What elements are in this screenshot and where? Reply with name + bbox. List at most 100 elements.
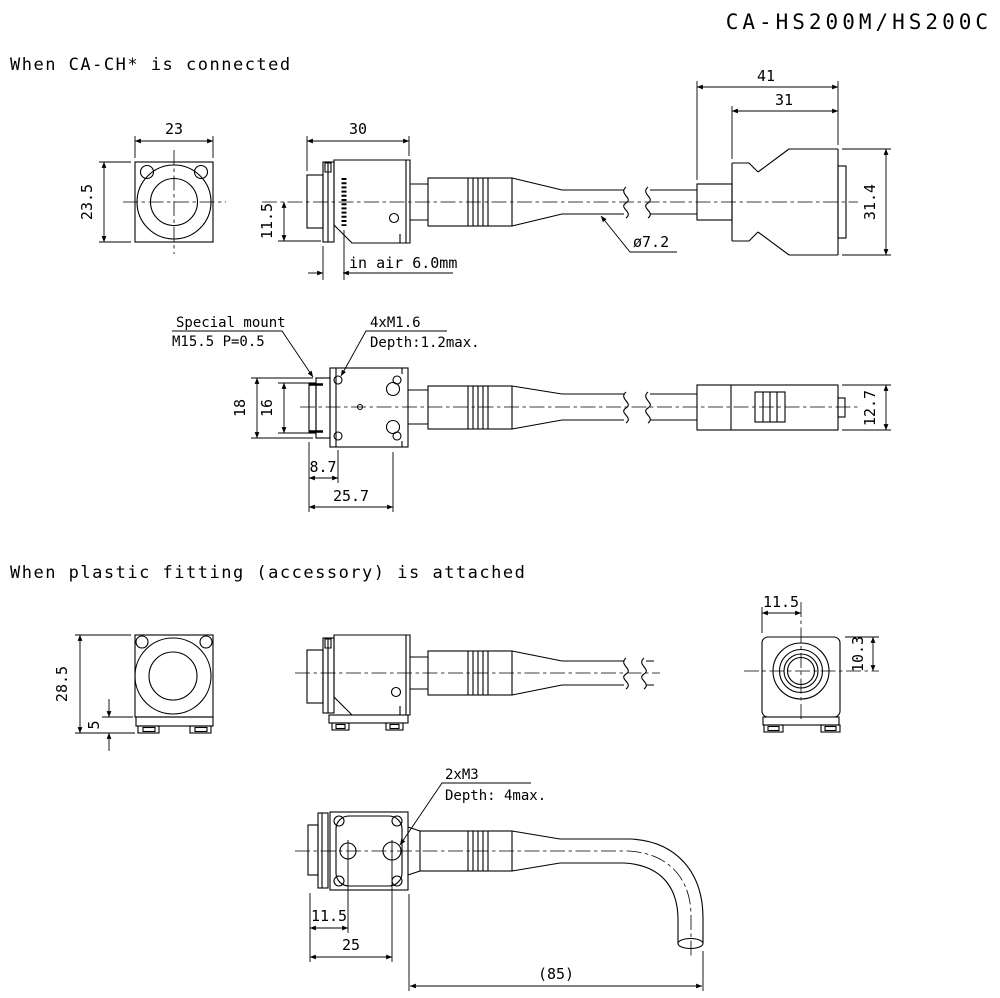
view-fitting-back: 11.5 10.3 — [744, 593, 879, 733]
screw-label-leader — [399, 782, 531, 846]
fitting-foot — [137, 725, 160, 734]
camera-bottom-outline — [329, 811, 409, 891]
extension-lines — [278, 136, 410, 280]
mount-label-line2: M15.5 P=0.5 — [172, 334, 265, 350]
plastic-fitting-base — [135, 716, 214, 727]
body-edge-lines — [335, 368, 403, 447]
centerline — [295, 850, 692, 958]
mount-label-line1: Special mount — [176, 315, 286, 331]
plastic-fitting-base — [328, 714, 409, 724]
camera-body-outline — [333, 159, 411, 244]
cable-boot-cone — [511, 650, 563, 696]
fitting-foot-notch — [194, 726, 208, 733]
mount-hole — [385, 381, 401, 397]
screw-label-line2: Depth: 4max. — [445, 788, 546, 804]
fitting-foot — [763, 724, 784, 733]
strain-relief-ribs — [467, 178, 489, 226]
body-edge-lines — [399, 160, 407, 243]
body-screw-detail — [388, 212, 400, 224]
body-screw-detail — [390, 686, 402, 698]
cable-break-symbol — [623, 391, 629, 424]
rear-neck — [410, 656, 428, 690]
cable-lines — [562, 189, 697, 215]
view-fitting-bottom: 2xM3 Depth: 4max. 11.5 25 (85) — [295, 767, 704, 991]
view-connected-front: 23 23.5 — [78, 120, 226, 254]
cable-inner-line — [560, 862, 679, 943]
lens-barrel — [306, 649, 324, 704]
screw-label-leader — [340, 330, 447, 377]
dim-center-y-label: 10.3 — [849, 636, 867, 672]
cable-diameter-label: ø7.2 — [633, 233, 669, 251]
dim-height-label: 23.5 — [78, 184, 96, 220]
strain-relief — [427, 650, 513, 696]
fitting-foot-notch — [767, 725, 780, 732]
strain-relief — [427, 385, 513, 430]
section-fitting-heading: When plastic fitting (accessory) is atta… — [10, 563, 526, 583]
cable-lines — [562, 660, 654, 686]
special-mount-ring — [308, 382, 317, 434]
hole-axis-lines — [347, 840, 393, 962]
lens-barrel — [307, 824, 319, 876]
cable-break-symbol — [623, 186, 629, 219]
body-edge-lines — [399, 635, 407, 715]
strain-relief-ribs — [467, 831, 489, 871]
dim-body-label: 31 — [775, 91, 793, 109]
dim-center-x-label: 11.5 — [763, 593, 799, 611]
extension-lines — [99, 136, 214, 243]
dim-hole1-label: 11.5 — [311, 907, 347, 925]
cable-diameter-leader — [600, 215, 677, 253]
dim-width-label: 23 — [165, 120, 183, 138]
cable-outer-line — [560, 838, 704, 943]
cable-end — [677, 937, 704, 950]
dim-mount-outer-label: 18 — [231, 399, 249, 417]
dim-connector-height-label: 12.7 — [861, 390, 879, 426]
fitting-foot — [820, 724, 841, 733]
corner-hole — [391, 815, 403, 827]
corner-hole — [333, 815, 345, 827]
front-screw-hole-right — [193, 164, 209, 180]
cable-boot-cone — [511, 385, 563, 430]
dim-height-label: 28.5 — [53, 666, 71, 702]
extension-lines — [309, 893, 704, 991]
fitting-foot-notch — [335, 723, 346, 730]
connector-tip — [837, 397, 846, 418]
front-screw-hole-right — [199, 635, 213, 649]
dim-fitting-label: 5 — [85, 720, 103, 729]
dim-flange-label: 11.5 — [258, 203, 276, 239]
flange-detail — [324, 638, 332, 713]
rear-neck — [410, 183, 428, 221]
dim-mount-inner-label: 16 — [258, 399, 276, 417]
m16-screw-hole — [333, 375, 343, 385]
cable-break-symbol — [623, 657, 629, 690]
dim-length-label: 30 — [349, 120, 367, 138]
view-fitting-front: 28.5 5 — [53, 634, 214, 751]
mount-label-leader — [172, 330, 314, 378]
rear-neck — [408, 389, 428, 425]
flange-detail — [324, 162, 332, 242]
screw-label-line1: 2xM3 — [445, 767, 479, 783]
mount-flange — [317, 812, 329, 889]
lens-outer-circle — [134, 637, 212, 715]
dim-body-length-label: 25.7 — [333, 487, 369, 505]
rear-neck — [407, 826, 421, 876]
extension-lines — [696, 81, 891, 256]
special-mount-base — [315, 377, 331, 439]
strain-relief — [419, 830, 513, 872]
fitting-foot — [385, 722, 404, 731]
dim-overall-label: 41 — [757, 67, 775, 85]
fitting-foot — [331, 722, 350, 731]
front-screw-hole-left — [135, 635, 149, 649]
header: CA-HS200M/HS200C When CA-CH* is connecte… — [10, 10, 988, 583]
fitting-pocket-contour — [335, 815, 403, 887]
strain-relief-ribs — [467, 386, 489, 429]
dim-hole2-label: 25 — [342, 936, 360, 954]
view-connected-top: Special mount M15.5 P=0.5 4xM1.6 Depth:1… — [172, 315, 891, 512]
camera-body-top-outline — [329, 367, 409, 448]
m16-screw-hole — [333, 431, 343, 441]
dim-sensor-offset-label: 8.7 — [309, 458, 336, 476]
lens-barrel — [306, 174, 324, 229]
connector-face-lip — [837, 165, 847, 239]
extension-lines — [75, 634, 135, 734]
sensor-depth-label: in air 6.0mm — [349, 254, 457, 272]
